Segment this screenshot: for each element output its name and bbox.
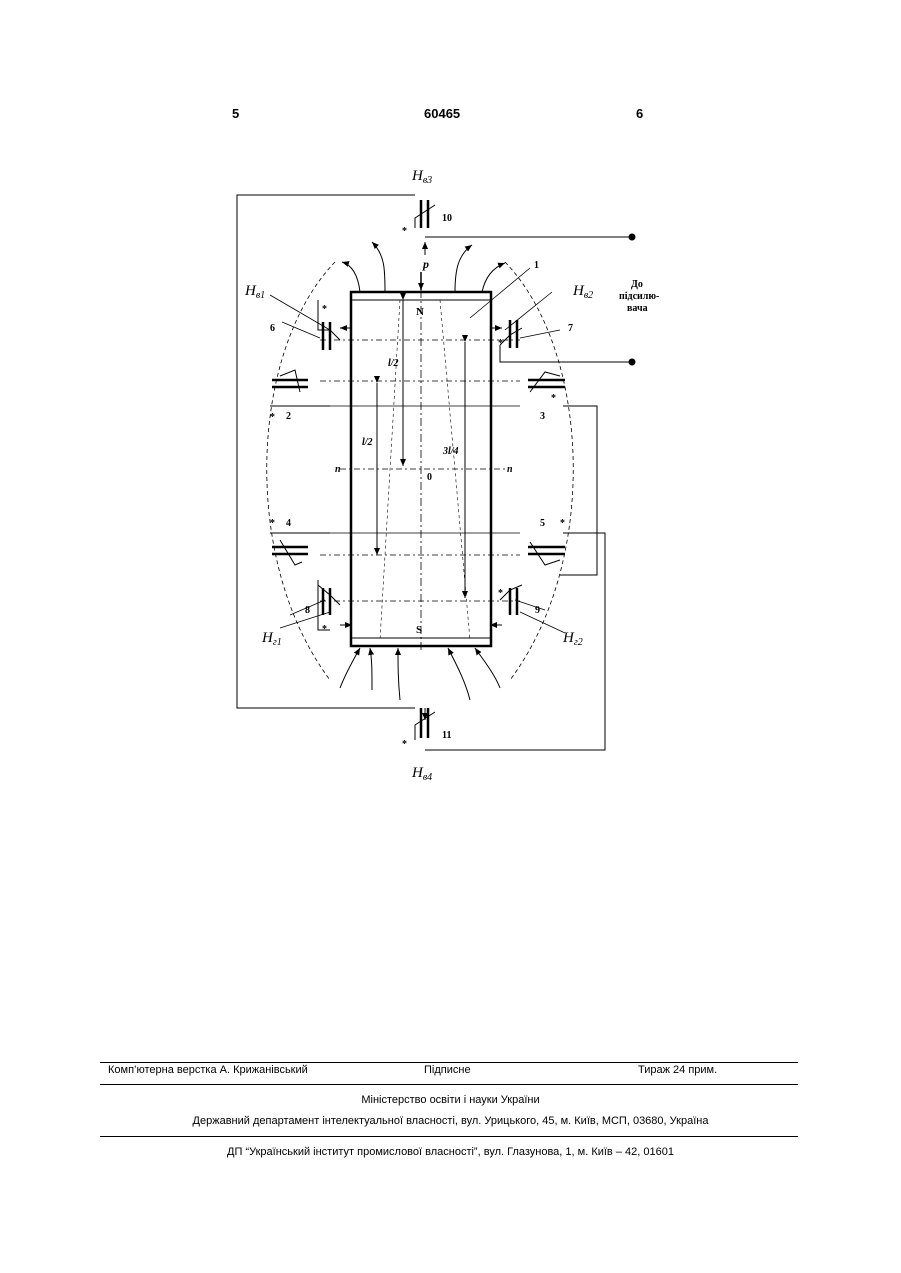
leader-lines (270, 268, 565, 633)
sensor-10 (415, 200, 435, 228)
sensor-7 (500, 320, 522, 348)
sensor-9 (500, 585, 522, 615)
footer-ministry: Міністерство освіти і науки України (0, 1094, 901, 1106)
label-10: 10 (442, 213, 452, 224)
label-hv2: Hв2 (572, 283, 593, 301)
center-label: 0 (427, 472, 432, 483)
south-pole-label: S (416, 624, 422, 636)
label-hv4: Hв4 (411, 765, 432, 783)
star-mark: * (270, 518, 275, 529)
sensor-2 (272, 370, 308, 392)
footer-department: Державний департамент інтелектуальної вл… (0, 1115, 901, 1127)
label-9: 9 (535, 605, 540, 616)
star-mark: * (322, 624, 327, 635)
sensor-5 (528, 542, 565, 565)
label-7: 7 (568, 323, 573, 334)
label-4: 4 (286, 518, 291, 529)
star-mark: * (270, 412, 275, 423)
label-11: 11 (442, 730, 451, 741)
star-mark: * (402, 226, 407, 237)
label-hg2: Hг2 (562, 630, 583, 648)
sensor-8 (318, 585, 340, 615)
star-mark: * (560, 518, 565, 529)
force-label: p (422, 257, 429, 271)
label-1: 1 (534, 260, 539, 271)
label-3: 3 (540, 411, 545, 422)
footer-signed: Підписне (424, 1064, 471, 1076)
dim-3l4: 3l/4 (442, 446, 459, 457)
footer-rule-mid (100, 1084, 798, 1085)
neutral-right-label: n (507, 464, 513, 475)
wiring (237, 195, 635, 750)
star-mark: * (498, 338, 503, 349)
label-hv1: Hв1 (244, 283, 265, 301)
star-mark: * (551, 393, 556, 404)
label-8: 8 (305, 605, 310, 616)
label-2: 2 (286, 411, 291, 422)
to-amplifier-1: До (631, 279, 643, 290)
star-mark: * (402, 739, 407, 750)
dim-l2-lower: l/2 (362, 437, 373, 448)
label-hv3: Hв3 (411, 168, 432, 186)
footer-institute: ДП “Український інститут промислової вла… (0, 1146, 901, 1158)
star-mark: * (498, 588, 503, 599)
to-amplifier-3: вача (627, 303, 648, 314)
footer-rule-bottom (100, 1136, 798, 1137)
footer-print-run: Тираж 24 прим. (638, 1064, 717, 1076)
star-mark: * (322, 304, 327, 315)
sensor-3 (528, 372, 565, 392)
dim-l2-upper: l/2 (388, 358, 399, 369)
north-pole-label: N (416, 306, 424, 318)
footer-rule-top (100, 1062, 798, 1063)
sensor-6 (318, 322, 340, 350)
label-hg1: Hг1 (261, 630, 282, 648)
to-amplifier-2: підсилю- (619, 291, 659, 302)
neutral-left-label: n (335, 464, 341, 475)
magnet-bar (320, 290, 520, 650)
label-6: 6 (270, 323, 275, 334)
label-5: 5 (540, 518, 545, 529)
footer-layout: Комп’ютерна верстка А. Крижанівський (108, 1064, 308, 1076)
